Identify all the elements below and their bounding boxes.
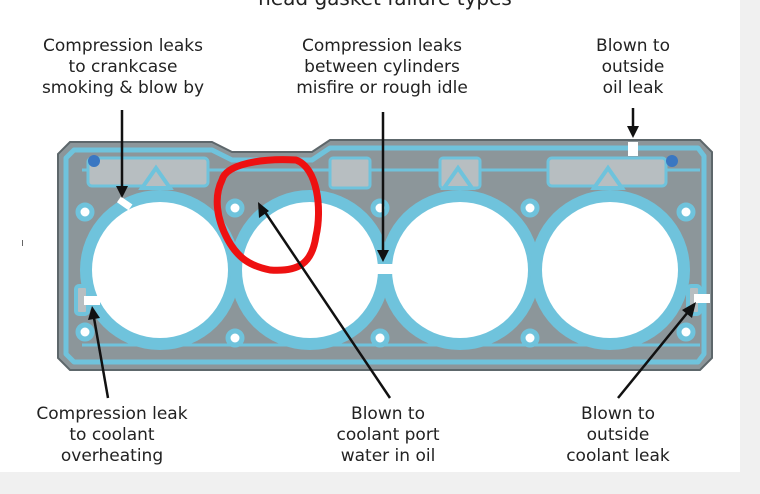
label-line: Blown to — [318, 404, 458, 425]
label-line: to crankcase — [28, 57, 218, 78]
label-line: between cylinders — [282, 57, 482, 78]
label-line: misfire or rough idle — [282, 78, 482, 99]
stray-tick-mark — [22, 240, 23, 246]
label-line: Blown to — [552, 404, 684, 425]
label-line: outside — [580, 57, 686, 78]
label-compression-to-coolant: Compression leak to coolant overheating — [22, 404, 202, 467]
label-compression-between-cylinders: Compression leaks between cylinders misf… — [282, 36, 482, 99]
label-line: coolant port — [318, 425, 458, 446]
label-line: water in oil — [318, 446, 458, 467]
label-line: to coolant — [22, 425, 202, 446]
label-line: Blown to — [580, 36, 686, 57]
label-blown-to-coolant-port: Blown to coolant port water in oil — [318, 404, 458, 467]
label-line: outside — [552, 425, 684, 446]
label-compression-to-crankcase: Compression leaks to crankcase smoking &… — [28, 36, 218, 99]
dowel-left — [88, 155, 100, 167]
label-line: Compression leaks — [28, 36, 218, 57]
label-blown-to-outside-oil: Blown to outside oil leak — [580, 36, 686, 99]
label-blown-to-outside-coolant: Blown to outside coolant leak — [552, 404, 684, 467]
diagram-canvas: head gasket failure types — [0, 0, 740, 472]
label-line: coolant leak — [552, 446, 684, 467]
label-line: overheating — [22, 446, 202, 467]
label-line: Compression leaks — [282, 36, 482, 57]
label-line: Compression leak — [22, 404, 202, 425]
label-line: oil leak — [580, 78, 686, 99]
dowel-right — [666, 155, 678, 167]
label-line: smoking & blow by — [28, 78, 218, 99]
